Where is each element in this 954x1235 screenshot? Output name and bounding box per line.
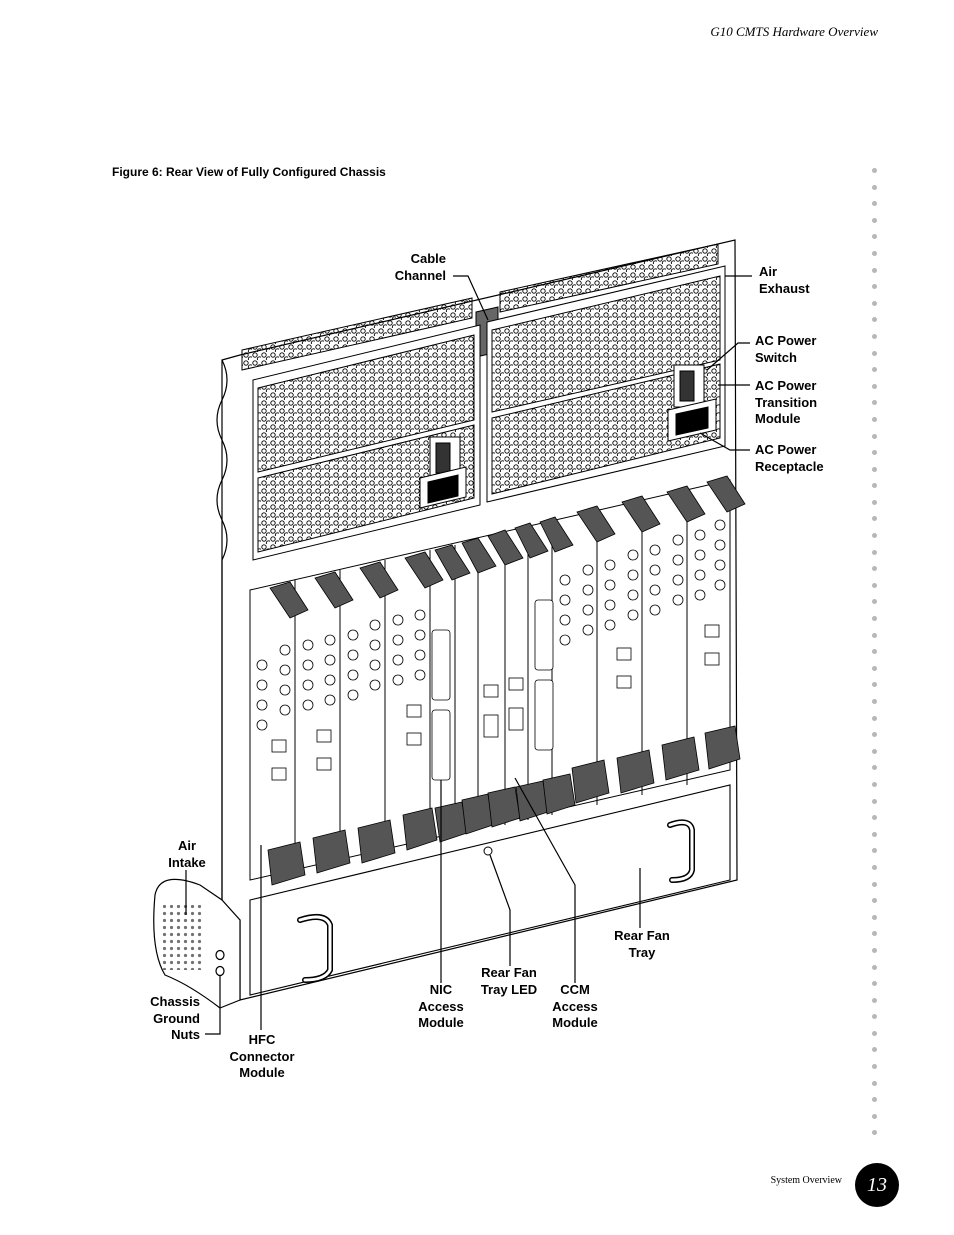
- margin-dot: [872, 715, 877, 721]
- margin-dot: [872, 300, 877, 306]
- margin-dot: [872, 997, 877, 1003]
- margin-dot: [872, 732, 877, 738]
- margin-dot: [872, 981, 877, 987]
- margin-dot: [872, 665, 877, 671]
- callout-ac-power-receptacle: AC Power Receptacle: [755, 442, 824, 474]
- margin-dot: [872, 898, 877, 904]
- margin-dot: [872, 632, 877, 638]
- margin-dot: [872, 549, 877, 555]
- margin-dot: [872, 748, 877, 754]
- margin-dot: [872, 566, 877, 572]
- margin-dot: [872, 1047, 877, 1053]
- callout-ac-power-switch: AC Power Switch: [755, 333, 817, 365]
- ac-power-switch-icon: [673, 364, 705, 408]
- callout-nic-access-module: NIC Access Module: [418, 982, 464, 1030]
- page-number-badge: 13: [855, 1163, 899, 1207]
- callout-air-exhaust: Air Exhaust: [759, 264, 810, 296]
- margin-dot: [872, 317, 877, 323]
- margin-dot-column: [872, 168, 880, 1147]
- figure-caption: Figure 6: Rear View of Fully Configured …: [112, 165, 386, 179]
- margin-dot: [872, 350, 877, 356]
- margin-dot: [872, 947, 877, 953]
- margin-dot: [872, 250, 877, 256]
- margin-dot: [872, 217, 877, 223]
- margin-dot: [872, 284, 877, 290]
- margin-dot: [872, 964, 877, 970]
- rear-fan-tray-led-icon: [483, 846, 493, 856]
- margin-dot: [872, 848, 877, 854]
- margin-dot: [872, 682, 877, 688]
- margin-dot: [872, 383, 877, 389]
- margin-dot: [872, 416, 877, 422]
- margin-dot: [872, 815, 877, 821]
- margin-dot: [872, 168, 877, 173]
- margin-dot: [872, 483, 877, 489]
- callout-chassis-ground-nuts: Chassis Ground Nuts: [150, 994, 200, 1042]
- margin-dot: [872, 400, 877, 406]
- margin-dot: [872, 582, 877, 588]
- nic-scsi-connectors: [431, 599, 554, 781]
- callout-leaders: [185, 275, 752, 1035]
- bottom-ejector-handles: [267, 725, 741, 886]
- margin-dot: [872, 798, 877, 804]
- margin-dot: [872, 616, 877, 622]
- margin-dot: [872, 831, 877, 837]
- margin-dot: [872, 450, 877, 456]
- margin-dot: [872, 201, 877, 207]
- margin-dot: [872, 914, 877, 920]
- margin-dot: [872, 649, 877, 655]
- running-header: G10 CMTS Hardware Overview: [710, 24, 878, 39]
- margin-dot: [872, 881, 877, 887]
- margin-dot: [872, 1014, 877, 1020]
- margin-dot: [872, 864, 877, 870]
- rear-fan-tray: [249, 784, 731, 996]
- margin-dot: [872, 599, 877, 605]
- margin-dot: [872, 184, 877, 190]
- margin-dot: [872, 1030, 877, 1036]
- margin-dot: [872, 433, 877, 439]
- margin-dot: [872, 466, 877, 472]
- callout-rear-fan-tray: Rear Fan Tray: [614, 928, 670, 960]
- margin-dot: [872, 499, 877, 505]
- margin-dot: [872, 781, 877, 787]
- callout-hfc-connector-module: HFC Connector Module: [229, 1032, 295, 1080]
- margin-dot: [872, 1064, 877, 1070]
- margin-dot: [872, 699, 877, 704]
- margin-dot: [872, 931, 877, 937]
- callout-air-intake: Air Intake: [168, 838, 206, 870]
- margin-dot: [872, 1080, 877, 1086]
- margin-dot: [872, 333, 877, 339]
- ground-nut-icon: [215, 949, 225, 977]
- ethernet-ports: [271, 624, 720, 781]
- margin-dot: [872, 1130, 877, 1136]
- margin-dot: [872, 1097, 877, 1103]
- callout-ccm-access-module: CCM Access Module: [552, 982, 598, 1030]
- callout-ac-power-transition-module: AC Power Transition Module: [755, 378, 818, 426]
- power-supply-left: [252, 324, 481, 561]
- margin-dot: [872, 765, 877, 771]
- callout-rear-fan-tray-led: Rear Fan Tray LED: [480, 965, 538, 997]
- air-intake-vents: [160, 905, 202, 970]
- margin-dot: [872, 1113, 877, 1119]
- power-supply-right: [486, 265, 726, 503]
- ac-power-receptacle-icon: [667, 398, 717, 442]
- margin-dot: [872, 234, 877, 240]
- margin-dot: [872, 516, 877, 522]
- margin-dot: [872, 367, 877, 373]
- hfc-connectors: [256, 519, 726, 731]
- footer-section-name: System Overview: [770, 1175, 842, 1186]
- callout-cable-channel: Cable Channel: [394, 251, 446, 283]
- margin-dot: [872, 267, 877, 273]
- top-ejector-handles: [269, 475, 746, 619]
- margin-dot: [872, 533, 877, 539]
